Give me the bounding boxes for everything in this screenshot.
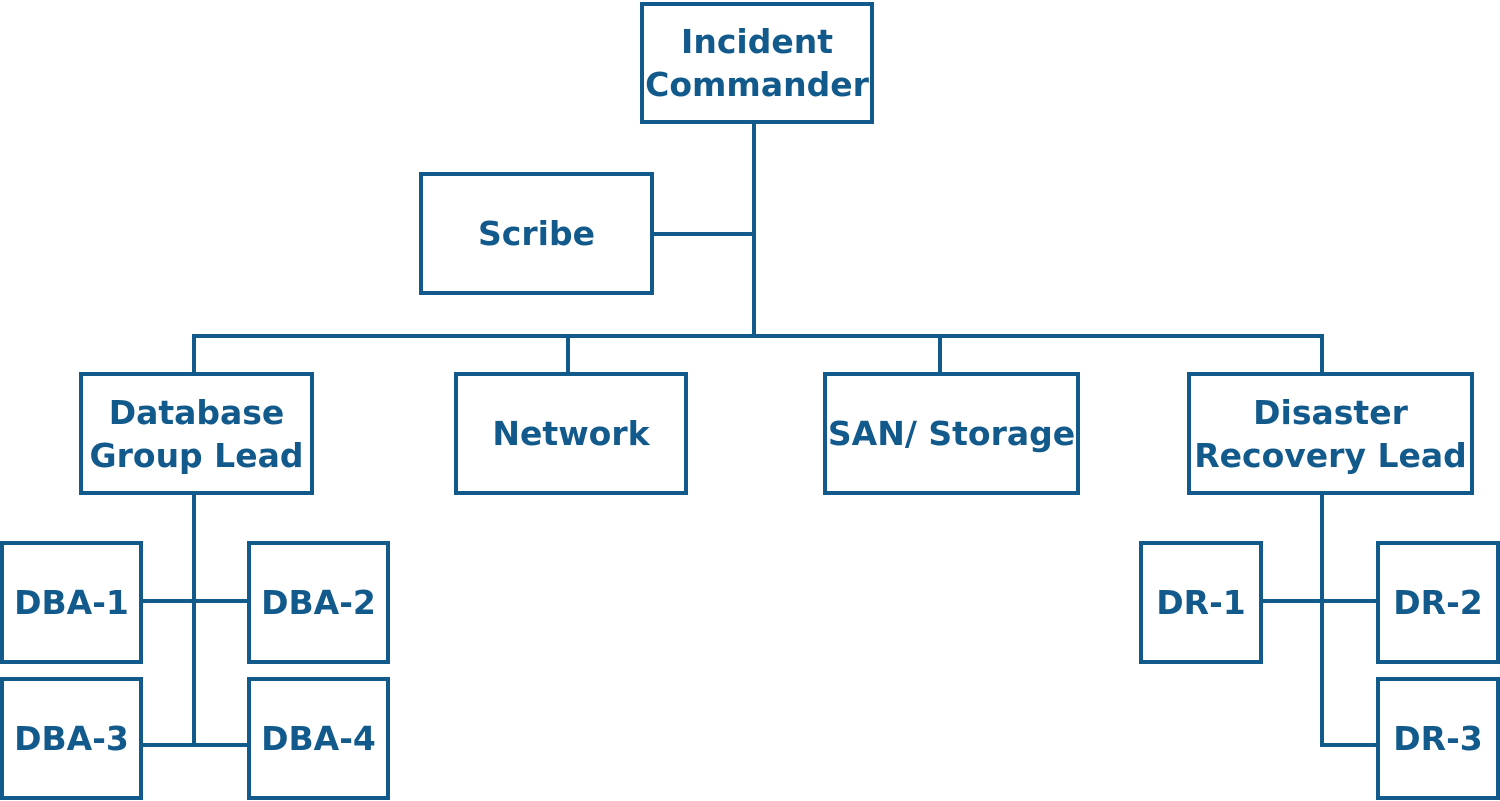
node-disaster-recovery-lead-line1: Disaster — [1253, 392, 1408, 432]
node-san-storage-label: SAN/ Storage — [827, 414, 1076, 453]
node-dr-2: DR-2 — [1376, 541, 1500, 664]
node-san-storage: SAN/ Storage — [823, 372, 1080, 495]
node-dr-3: DR-3 — [1376, 677, 1500, 800]
node-dba-3-label: DBA-3 — [14, 719, 129, 758]
node-dba-2-label: DBA-2 — [261, 583, 376, 622]
node-incident-commander: Incident Commander — [640, 2, 874, 124]
node-disaster-recovery-lead-line2: Recovery Lead — [1194, 435, 1467, 475]
node-network-label: Network — [492, 414, 650, 453]
node-dba-4-label: DBA-4 — [261, 719, 376, 758]
node-network: Network — [454, 372, 688, 495]
node-dba-4: DBA-4 — [247, 677, 390, 800]
node-dba-3: DBA-3 — [0, 677, 143, 800]
node-incident-commander-text: Incident Commander — [645, 20, 869, 106]
node-database-group-lead-line2: Group Lead — [89, 435, 304, 475]
node-scribe: Scribe — [419, 172, 654, 295]
node-incident-commander-line1: Incident — [681, 22, 833, 61]
node-database-group-lead: Database Group Lead — [79, 372, 314, 495]
node-dba-1: DBA-1 — [0, 541, 143, 664]
node-dr-1-label: DR-1 — [1156, 583, 1246, 622]
node-disaster-recovery-lead: Disaster Recovery Lead — [1187, 372, 1474, 495]
node-dba-1-label: DBA-1 — [14, 583, 129, 622]
node-dr-2-label: DR-2 — [1393, 583, 1483, 622]
node-dba-2: DBA-2 — [247, 541, 390, 664]
node-dr-1: DR-1 — [1139, 541, 1263, 664]
node-disaster-recovery-lead-text: Disaster Recovery Lead — [1194, 391, 1467, 477]
node-dr-3-label: DR-3 — [1393, 719, 1483, 758]
node-database-group-lead-line1: Database — [108, 392, 285, 432]
node-incident-commander-line2: Commander — [645, 65, 869, 104]
node-scribe-label: Scribe — [478, 214, 595, 253]
node-database-group-lead-text: Database Group Lead — [90, 391, 304, 477]
